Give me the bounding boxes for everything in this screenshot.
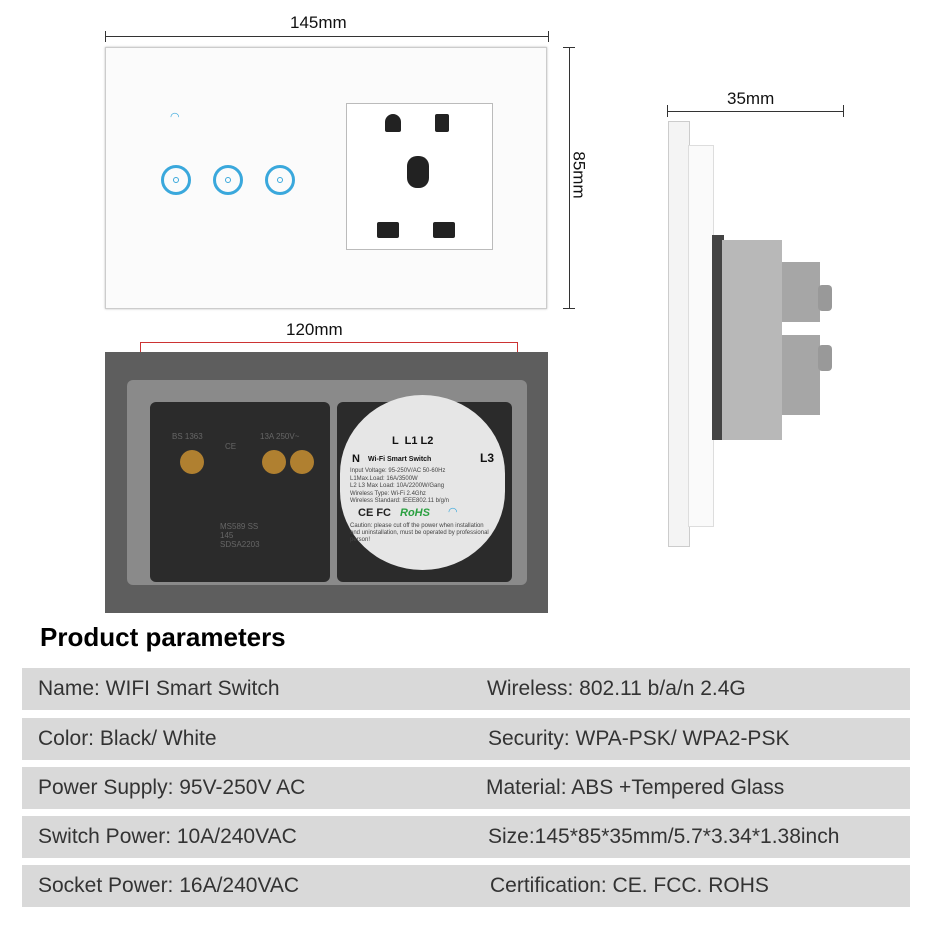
param-left: Name: WIFI Smart Switch (38, 677, 280, 700)
param-right: Wireless: 802.11 b/a/n 2.4G (487, 677, 746, 700)
touch-button-2[interactable] (213, 165, 243, 195)
param-left: Switch Power: 10A/240VAC (38, 825, 297, 848)
param-row: Power Supply: 95V-250V AC Material: ABS +… (22, 767, 910, 809)
spec-line: Wireless Type: Wi-Fi 2.4Ghz (350, 490, 426, 497)
universal-socket (346, 103, 493, 250)
param-row: Switch Power: 10A/240VAC Size:145*85*35mm… (22, 816, 910, 858)
param-row: Name: WIFI Smart Switch Wireless: 802.11 … (22, 668, 910, 710)
depth-dimension-line (667, 111, 844, 112)
spec-line: Wireless Standard: IEEE802.11 b/g/n (350, 498, 449, 504)
terminal-labels: L L1 L2 (392, 435, 434, 447)
module-title: Wi-Fi Smart Switch (368, 456, 432, 463)
param-row: Color: Black/ White Security: WPA-PSK/ WP… (22, 718, 910, 760)
socket-mark: CE (225, 442, 237, 451)
dim-tick (105, 31, 106, 42)
mounting-dimension-line (140, 342, 518, 343)
param-row: Socket Power: 16A/240VAC Certification: C… (22, 865, 910, 907)
front-panel: ◠ (105, 47, 547, 309)
param-right: Certification: CE. FCC. ROHS (490, 874, 769, 897)
spec-line: L1Max.Load: 16A/3500W (350, 475, 418, 482)
height-label: 85mm (569, 151, 589, 199)
terminal-l3: L3 (480, 451, 495, 465)
caution-text: Caution: please cut off the power when i… (350, 523, 489, 543)
section-title: Product parameters (40, 622, 286, 652)
dim-tick (843, 105, 844, 117)
terminal-n: N (352, 453, 360, 465)
width-label: 145mm (290, 13, 347, 32)
height-dimension-line (569, 47, 570, 309)
param-right: Size:145*85*35mm/5.7*3.34*1.38inch (488, 825, 840, 848)
socket-mark: BS 1363 (172, 432, 203, 441)
wifi-module: L L1 L2 N L3 Wi-Fi Smart Switch Input Vo… (340, 395, 505, 570)
touch-button-1[interactable] (161, 165, 191, 195)
dim-tick (563, 308, 575, 309)
dim-tick (563, 47, 575, 48)
socket-mark: MS589 SS 145 SDSA2203 (220, 522, 260, 549)
param-right: Security: WPA-PSK/ WPA2-PSK (488, 727, 790, 750)
ce-fcc-mark: CE FC (358, 507, 391, 519)
depth-label: 35mm (727, 89, 775, 108)
param-left: Color: Black/ White (38, 727, 217, 750)
socket-mark: 13A 250V~ (260, 432, 300, 441)
touch-button-3[interactable] (265, 165, 295, 195)
param-right: Material: ABS +Tempered Glass (486, 776, 785, 799)
spec-line: L2 L3 Max Load: 10A/2200W/Gang (350, 483, 445, 489)
wifi-icon: ◠ (448, 506, 458, 518)
mounting-label: 120mm (286, 320, 343, 339)
spec-line: Input Voltage: 95-250V/AC 50-60Hz (350, 468, 446, 474)
dim-tick (548, 31, 549, 42)
width-dimension-line (105, 36, 549, 37)
socket-back: BS 1363 CE 13A 250V~ MS589 SS 145 SDSA22… (150, 402, 330, 582)
wifi-icon: ◠ (170, 111, 180, 123)
dim-tick (667, 105, 668, 117)
param-left: Power Supply: 95V-250V AC (38, 776, 306, 799)
param-left: Socket Power: 16A/240VAC (38, 874, 300, 897)
rohs-mark: RoHS (400, 507, 430, 519)
